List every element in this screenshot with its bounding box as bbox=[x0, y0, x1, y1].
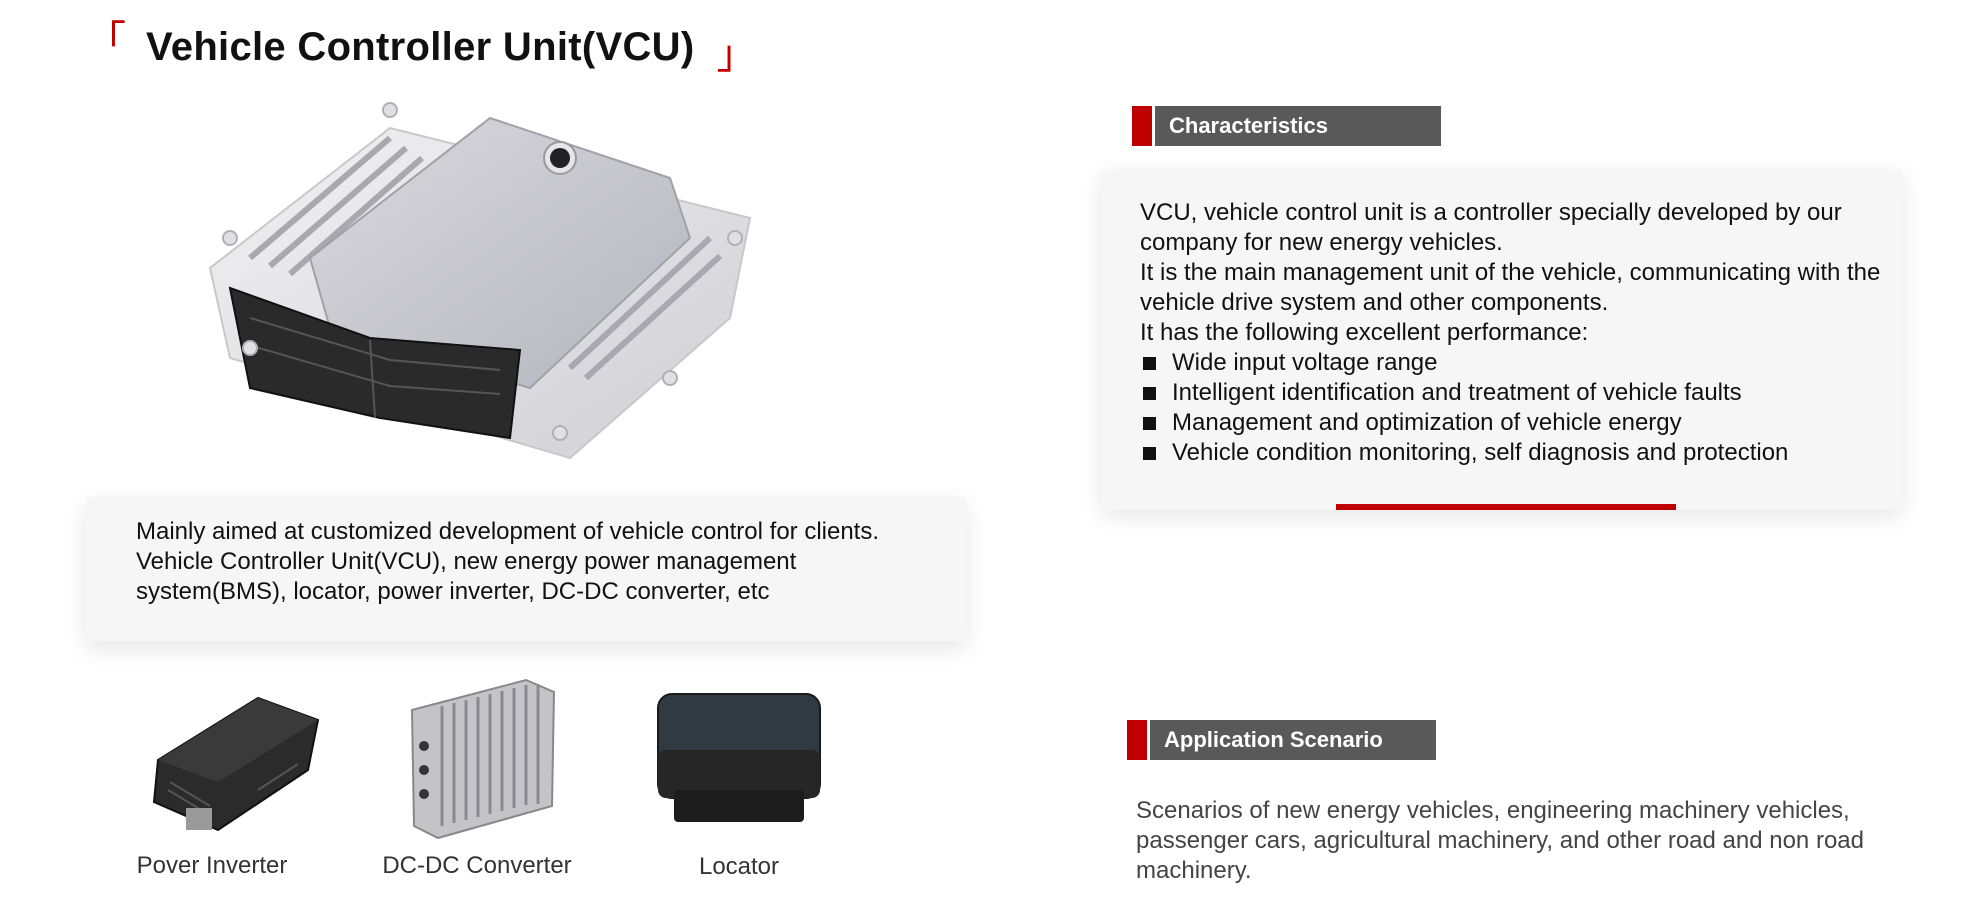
list-item: Management and optimization of vehicle e… bbox=[1140, 408, 1882, 438]
char-paragraph-2: It is the main management unit of the ve… bbox=[1140, 259, 1881, 316]
power-inverter-image bbox=[152, 696, 320, 832]
product-label-dc-dc-converter: DC-DC Converter bbox=[382, 852, 572, 879]
application-header: Application Scenario bbox=[1127, 720, 1436, 760]
section-accent bbox=[1132, 106, 1152, 146]
intro-card: Mainly aimed at customized development o… bbox=[86, 497, 966, 641]
section-accent bbox=[1127, 720, 1147, 760]
bullet-square-icon bbox=[1143, 356, 1156, 370]
page-title: Vehicle Controller Unit(VCU) bbox=[146, 24, 695, 69]
bullet-square-icon bbox=[1143, 416, 1156, 430]
application-text: Scenarios of new energy vehicles, engine… bbox=[1136, 797, 1864, 884]
product-label-power-inverter: Pover Inverter bbox=[136, 852, 288, 879]
vcu-product-image bbox=[208, 102, 752, 460]
locator-image bbox=[657, 693, 821, 822]
bullet-text: Vehicle condition monitoring, self diagn… bbox=[1172, 439, 1789, 466]
intro-line-2: Vehicle Controller Unit(VCU), new energy… bbox=[136, 548, 797, 605]
product-label-locator: Locator bbox=[698, 853, 780, 880]
list-item: Intelligent identification and treatment… bbox=[1140, 378, 1882, 408]
application-title: Application Scenario bbox=[1150, 720, 1436, 760]
bullet-square-icon bbox=[1143, 386, 1156, 400]
characteristics-underline bbox=[1336, 504, 1676, 510]
page-title-group: 「 Vehicle Controller Unit(VCU) 」 bbox=[86, 19, 757, 77]
list-item: Wide input voltage range bbox=[1140, 348, 1882, 378]
characteristics-list: Wide input voltage range Intelligent ide… bbox=[1140, 348, 1882, 468]
bullet-square-icon bbox=[1143, 446, 1156, 460]
title-bracket-close: 」 bbox=[716, 33, 757, 77]
bullet-text: Management and optimization of vehicle e… bbox=[1172, 409, 1682, 436]
dc-dc-converter-image bbox=[410, 678, 556, 840]
intro-line-1: Mainly aimed at customized development o… bbox=[136, 518, 880, 545]
characteristics-header: Characteristics bbox=[1132, 106, 1441, 146]
bullet-text: Intelligent identification and treatment… bbox=[1172, 379, 1742, 406]
characteristics-title: Characteristics bbox=[1155, 106, 1441, 146]
char-paragraph-1: VCU, vehicle control unit is a controlle… bbox=[1140, 199, 1842, 256]
char-paragraph-3: It has the following excellent performan… bbox=[1140, 319, 1589, 346]
title-bracket-open: 「 bbox=[86, 19, 126, 63]
bullet-text: Wide input voltage range bbox=[1172, 349, 1438, 376]
characteristics-card: VCU, vehicle control unit is a controlle… bbox=[1102, 170, 1902, 510]
list-item: Vehicle condition monitoring, self diagn… bbox=[1140, 438, 1882, 468]
